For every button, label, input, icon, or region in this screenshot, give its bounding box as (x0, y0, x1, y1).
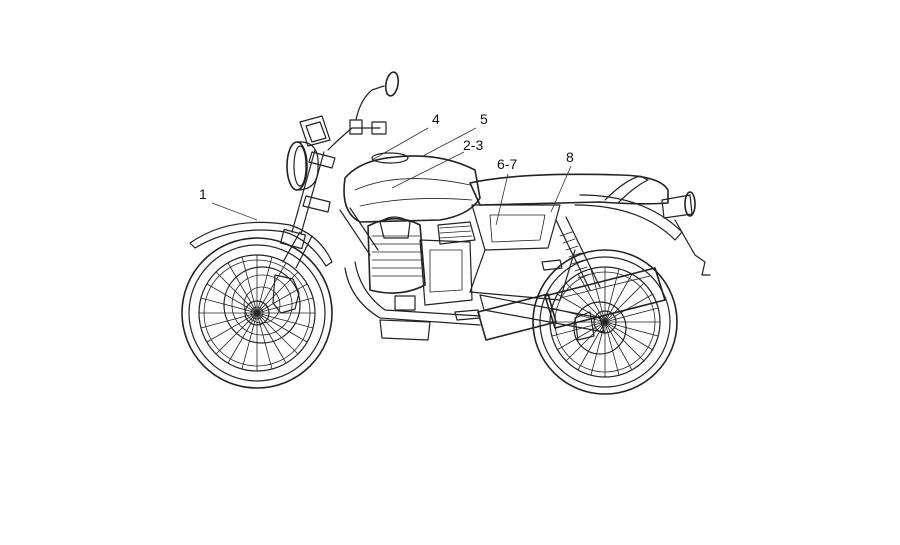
callout-1: 1 (199, 186, 207, 202)
rear-fender (574, 194, 683, 241)
footpeg-rear (541, 259, 563, 271)
callout-2-3: 2-3 (463, 137, 483, 153)
callout-labels: 1 4 5 2-3 6-7 8 (199, 111, 574, 202)
front-wheel (181, 237, 333, 389)
exhaust (344, 261, 666, 341)
engine (367, 216, 476, 341)
license-bracket (674, 219, 711, 276)
mirror (355, 71, 400, 121)
handlebar (327, 119, 387, 151)
frame (339, 204, 576, 301)
callout-4: 4 (432, 111, 440, 127)
front-fork (279, 149, 336, 269)
callout-8: 8 (566, 149, 574, 165)
front-brake-disc (223, 266, 301, 344)
leader-5 (420, 127, 477, 158)
grab-rail (604, 175, 649, 204)
leader-lines (211, 127, 572, 226)
fuel-tank (343, 152, 481, 223)
front-fender (189, 221, 333, 267)
leader-1 (211, 202, 258, 221)
leader-8 (550, 165, 572, 213)
front-spokes (198, 254, 316, 372)
rear-wheel (532, 249, 678, 395)
footpeg-front (454, 309, 481, 321)
rear-shock (555, 216, 601, 291)
tail-light (661, 191, 696, 219)
leader-4 (371, 127, 429, 161)
headlight (286, 141, 319, 191)
leader-2-3 (391, 151, 465, 189)
motorcycle-drawing (181, 71, 711, 395)
instrument-cluster (299, 115, 331, 147)
seat (469, 173, 669, 206)
leader-6-7 (495, 173, 509, 226)
callout-5: 5 (480, 111, 488, 127)
callout-6-7: 6-7 (497, 156, 517, 172)
front-brake-caliper (272, 274, 300, 314)
